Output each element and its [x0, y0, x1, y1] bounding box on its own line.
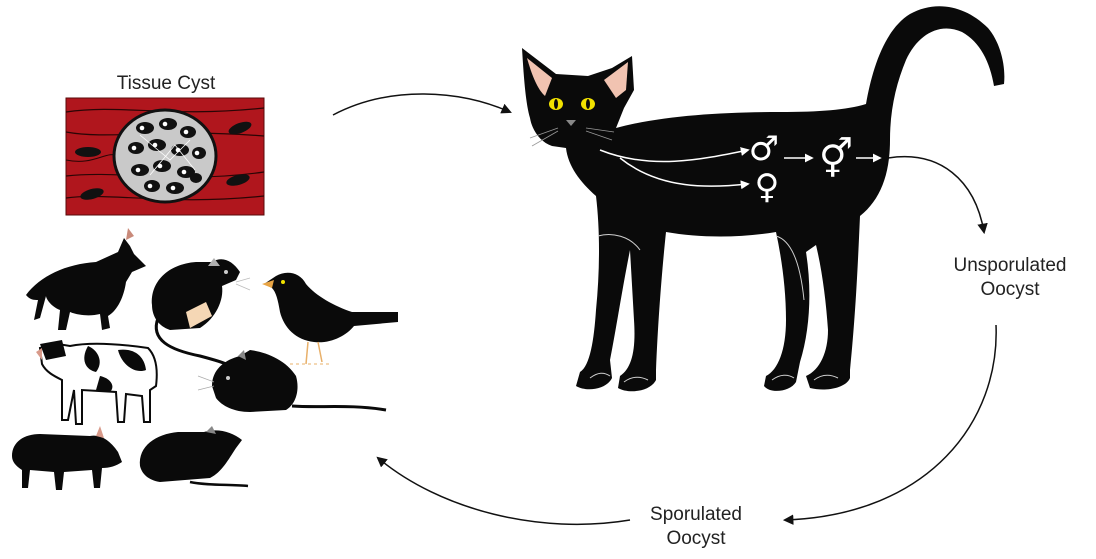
- pig-silhouette: [12, 426, 122, 490]
- unsporulated-oocyst-label: Unsporulated Oocyst: [930, 254, 1090, 302]
- arrow-cat-to-unsporulated: [888, 157, 984, 232]
- female-symbol: ♀: [755, 167, 780, 207]
- arrow-unsporulated-to-sporulated: [785, 325, 996, 520]
- cow-silhouette: [36, 340, 157, 424]
- unsporulated-line-2: Oocyst: [930, 278, 1090, 302]
- male-symbol: ♂: [749, 129, 779, 169]
- tissue-cyst-illustration: [66, 98, 264, 215]
- tissue-cyst-label: Tissue Cyst: [66, 72, 266, 96]
- dog-silhouette: [26, 228, 146, 330]
- hermaphrodite-symbol: ⚥: [819, 137, 853, 181]
- mouse-silhouette: [198, 350, 386, 412]
- rat-silhouette: [140, 426, 248, 486]
- arrow-sporulated-to-hosts: [378, 458, 630, 524]
- sporulated-line-2: Oocyst: [616, 527, 776, 551]
- gerbil-silhouette: [152, 258, 250, 364]
- cat-silhouette: ♂ ♀ ⚥: [522, 6, 1004, 391]
- bird-silhouette: [262, 273, 398, 364]
- unsporulated-line-1: Unsporulated: [930, 254, 1090, 278]
- sporulated-line-1: Sporulated: [616, 503, 776, 527]
- sporulated-oocyst-label: Sporulated Oocyst: [616, 503, 776, 551]
- arrow-cyst-to-cat: [333, 94, 510, 115]
